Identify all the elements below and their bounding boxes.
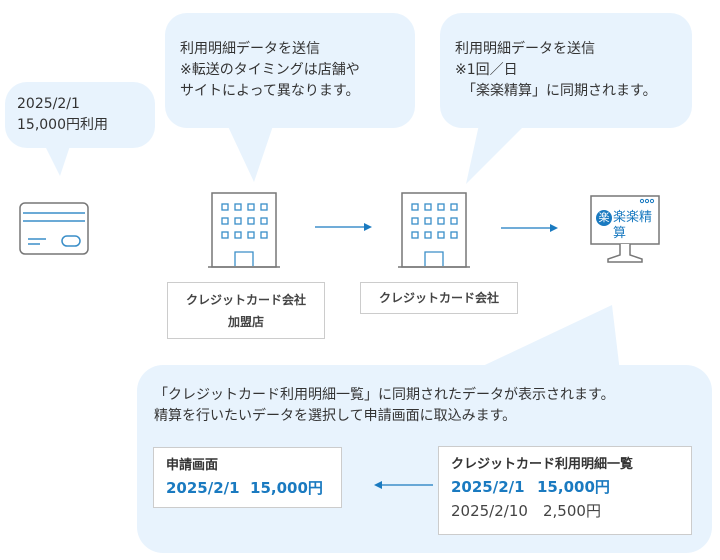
application-entry: 2025/2/1 15,000円 [166, 479, 323, 497]
logo-mark: 楽 [596, 210, 612, 226]
bubble-text: ※1回／日 [455, 62, 518, 78]
bottom-bubble-tail [470, 305, 620, 372]
usage-amount: 15,000円利用 [17, 117, 108, 133]
statement-title: クレジットカード利用明細一覧 [451, 457, 634, 472]
card-company-building-icon [398, 192, 470, 268]
bottom-description-1: 「クレジットカード利用明細一覧」に同期されたデータが表示されます。 [154, 387, 615, 403]
statement-list-panel: クレジットカード利用明細一覧 2025/2/1 15,000円 2025/2/10… [438, 446, 692, 535]
merchant-bubble-tail [225, 120, 275, 182]
merchant-label: クレジットカード会社 加盟店 [167, 282, 325, 339]
statement-row[interactable]: 2025/2/10 2,500円 [451, 499, 679, 523]
statement-row[interactable]: 2025/2/1 15,000円 [451, 475, 679, 499]
merchant-building-icon [208, 192, 280, 268]
bubble-text: サイトによって異なります。 [180, 83, 360, 99]
usage-bubble-tail [42, 140, 72, 176]
bubble-text: 利用明細データを送信 [180, 41, 320, 57]
card-send-bubble: 利用明細データを送信 ※1回／日 「楽楽精算」に同期されます。 [440, 13, 692, 128]
bubble-text: 利用明細データを送信 [455, 41, 595, 57]
merchant-label-line2: 加盟店 [227, 314, 264, 329]
usage-bubble: 2025/2/1 15,000円利用 [5, 82, 155, 148]
row-date: 2025/2/10 [451, 502, 528, 520]
application-title: 申請画面 [166, 458, 219, 473]
bubble-text: 「楽楽精算」に同期されます。 [462, 83, 657, 99]
application-screen-panel: 申請画面 2025/2/1 15,000円 [153, 447, 342, 508]
card-company-label-text: クレジットカード会社 [378, 291, 499, 305]
card-bubble-tail [466, 120, 530, 184]
bottom-description-2: 精算を行いたいデータを選択して申請画面に取込みます。 [154, 408, 517, 424]
logo-text: 楽楽精算 [613, 210, 653, 241]
row-amount: 15,000円 [537, 478, 610, 496]
rakuraku-seisan-monitor: 楽 楽楽精算 [590, 195, 662, 265]
merchant-send-bubble: 利用明細データを送信 ※転送のタイミングは店舗や サイトによって異なります。 [165, 13, 415, 128]
row-date: 2025/2/1 [451, 478, 525, 496]
arrow-right-icon [501, 224, 558, 232]
row-amount: 2,500円 [543, 502, 601, 520]
merchant-label-line1: クレジットカード会社 [185, 292, 306, 307]
bubble-text: ※転送のタイミングは店舗や [180, 62, 360, 78]
arrow-right-icon [315, 223, 372, 231]
arrow-left-icon [374, 481, 433, 489]
credit-card-icon [19, 202, 89, 255]
usage-date: 2025/2/1 [17, 96, 80, 112]
card-company-label: クレジットカード会社 [360, 282, 518, 314]
